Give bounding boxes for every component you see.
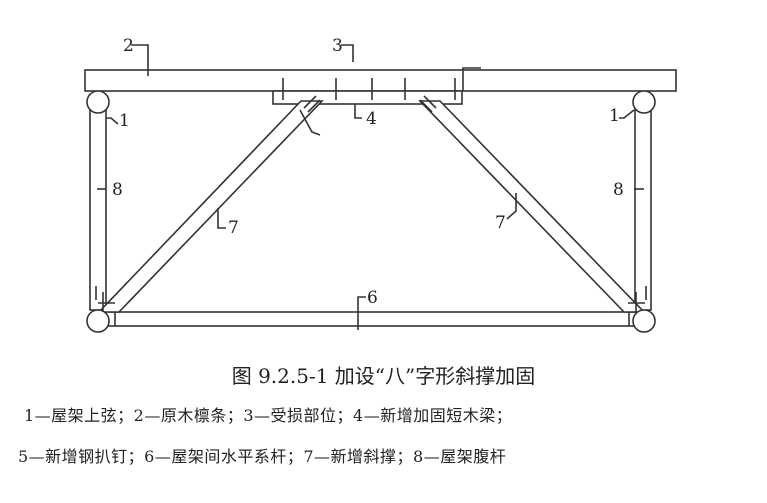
callout-6: 6 (367, 288, 378, 308)
left-web-member (89, 109, 107, 311)
top-chord-right (632, 90, 656, 114)
legend-line-2: 5—新增钢扒钉；6—屋架间水平系杆；7—新增斜撑；8—屋架腹杆 (18, 447, 507, 466)
bottom-node-right (632, 309, 656, 333)
callout-4: 4 (366, 109, 377, 129)
steel-cramp (98, 95, 645, 330)
callout-8-right: 8 (613, 180, 624, 200)
horizontal-tie-bar (99, 311, 643, 327)
left-diagonal-brace (97, 100, 324, 313)
figure-caption: 图 9.2.5-1 加设“八”字形斜撑加固 (231, 364, 536, 388)
bottom-node-left (86, 309, 110, 333)
callout-7-left: 7 (228, 218, 239, 238)
right-diagonal-brace (418, 100, 646, 313)
callout-1-left: 1 (119, 111, 130, 131)
log-purlin (84, 69, 677, 92)
callout-1-right: 1 (609, 106, 620, 126)
callout-3: 3 (332, 36, 343, 56)
top-chord-left (86, 90, 110, 114)
callout-2: 2 (123, 36, 134, 56)
legend-line-1: 1—屋架上弦；2—原木檩条；3—受损部位；4—新增加固短木梁； (24, 406, 513, 425)
right-web-member (634, 109, 652, 311)
callout-7-right: 7 (495, 213, 506, 233)
callout-8-left: 8 (112, 180, 123, 200)
